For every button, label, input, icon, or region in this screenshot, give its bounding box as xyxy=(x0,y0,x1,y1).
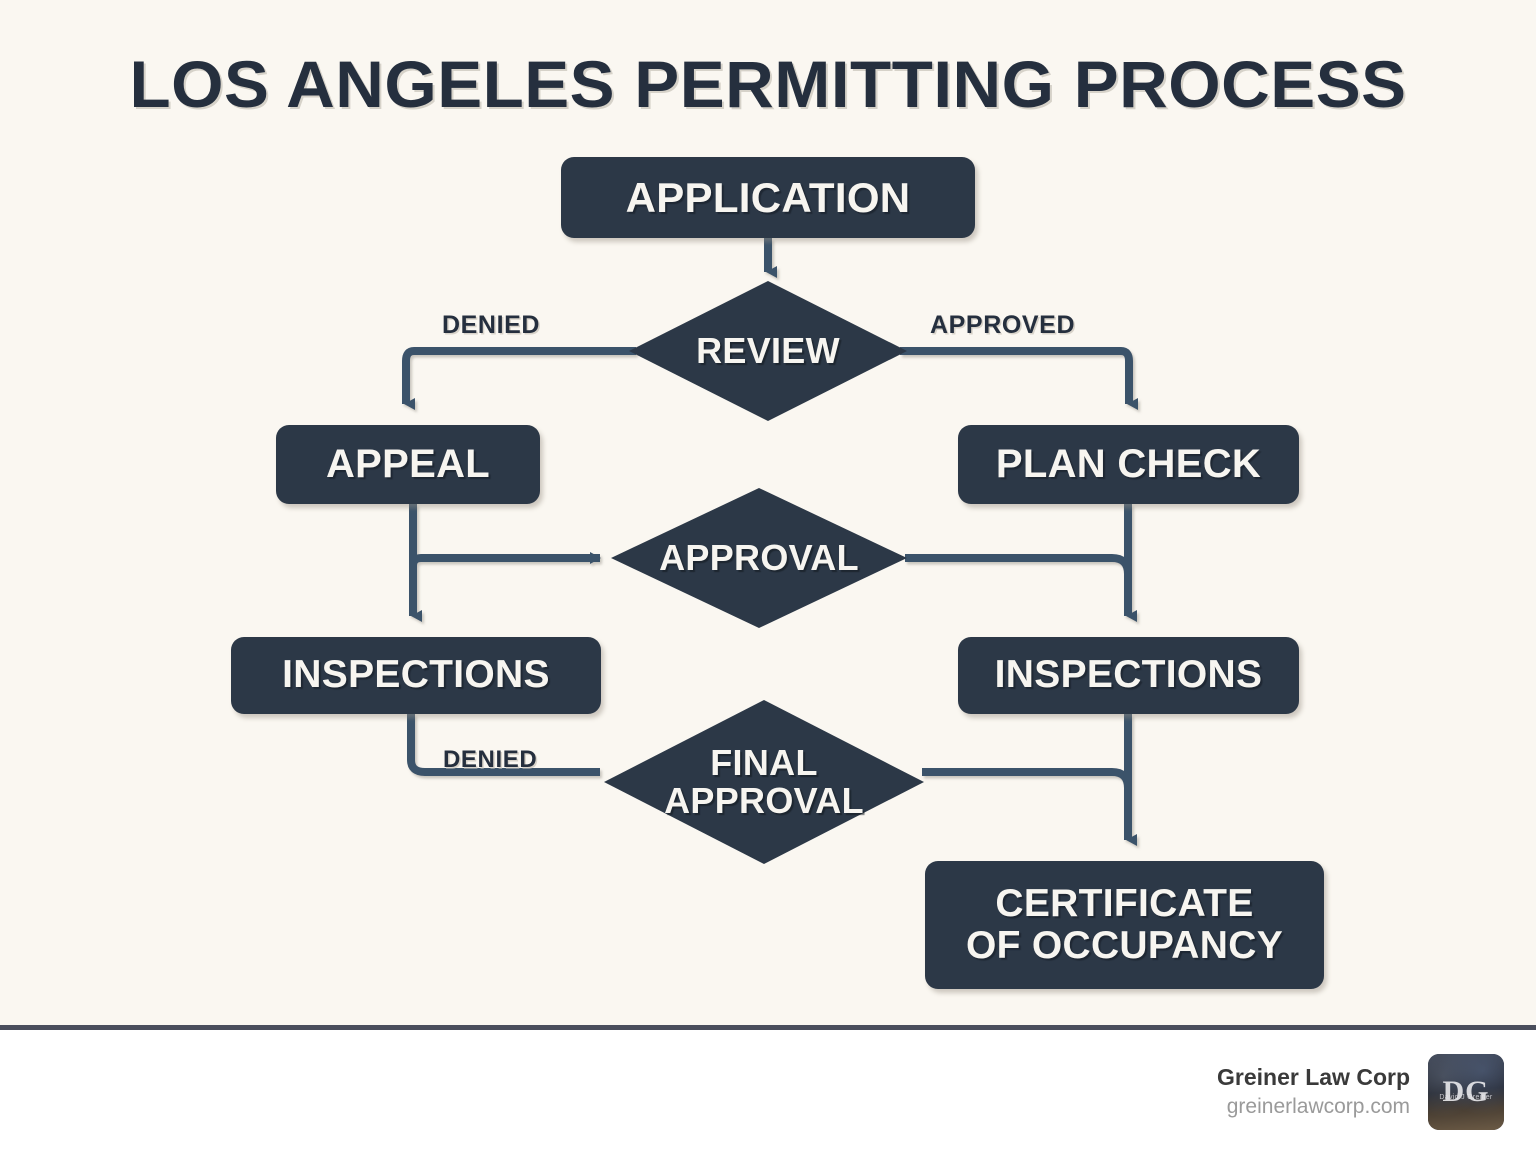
node-certificate-label: CERTIFICATE OF OCCUPANCY xyxy=(965,881,1284,967)
review-diamond-shape xyxy=(629,281,907,421)
node-plan-check-label: PLAN CHECK xyxy=(995,441,1262,486)
node-final-approval[interactable]: FINAL APPROVAL xyxy=(604,700,924,864)
brand-url[interactable]: greinerlawcorp.com xyxy=(1226,1094,1410,1118)
diagram-canvas: LOS ANGELES PERMITTING PROCESS xyxy=(0,0,1536,1025)
brand-name: Greiner Law Corp xyxy=(1217,1063,1410,1090)
edge-label-review-approved: APPROVED xyxy=(930,311,1076,339)
node-approval[interactable]: APPROVAL xyxy=(611,488,907,628)
node-inspections-left-label: INSPECTIONS xyxy=(282,653,550,697)
node-appeal[interactable]: APPEAL xyxy=(276,425,540,504)
node-review-label: REVIEW xyxy=(696,330,840,372)
node-inspections-right-label: INSPECTIONS xyxy=(994,653,1263,697)
footer-text-block: Greiner Law Corp greinerlawcorp.com xyxy=(1217,1063,1410,1121)
node-application-label: APPLICATION xyxy=(625,173,911,221)
logo-subtext: David J Greiner xyxy=(1439,1093,1493,1101)
final-approval-diamond-shape xyxy=(604,700,924,864)
logo-monogram: DG xyxy=(1442,1074,1490,1108)
logo-photo-background xyxy=(1428,1054,1504,1130)
node-inspections-left[interactable]: INSPECTIONS xyxy=(231,637,601,714)
node-review[interactable]: REVIEW xyxy=(629,281,907,421)
node-plan-check[interactable]: PLAN CHECK xyxy=(958,425,1299,504)
footer: Greiner Law Corp greinerlawcorp.com DG D… xyxy=(0,1030,1536,1154)
edge-inspections-left-to-final-approval xyxy=(407,714,600,776)
edge-appeal-branch-elbow xyxy=(409,554,422,567)
edge-final-approval-to-certificate xyxy=(922,768,1132,789)
edge-review-approved-to-plan-check xyxy=(900,347,1138,410)
brand-logo: DG David J Greiner xyxy=(1428,1054,1504,1130)
edge-label-review-denied: DENIED xyxy=(442,311,541,339)
edge-review-denied-to-appeal xyxy=(402,347,636,410)
approval-diamond-shape xyxy=(611,488,907,628)
node-application[interactable]: APPLICATION xyxy=(561,157,975,238)
edge-label-final-denied: DENIED xyxy=(443,746,538,773)
node-approval-label: APPROVAL xyxy=(659,537,859,579)
node-appeal-label: APPEAL xyxy=(325,441,491,486)
node-inspections-right[interactable]: INSPECTIONS xyxy=(958,637,1299,714)
connector-layer xyxy=(402,238,1138,846)
node-certificate-of-occupancy[interactable]: CERTIFICATE OF OCCUPANCY xyxy=(925,861,1324,989)
page-title: LOS ANGELES PERMITTING PROCESS xyxy=(129,47,1407,121)
node-final-approval-label: FINAL APPROVAL xyxy=(664,742,864,821)
edge-approval-to-right-column xyxy=(905,554,1132,575)
footer-divider xyxy=(0,1025,1536,1030)
